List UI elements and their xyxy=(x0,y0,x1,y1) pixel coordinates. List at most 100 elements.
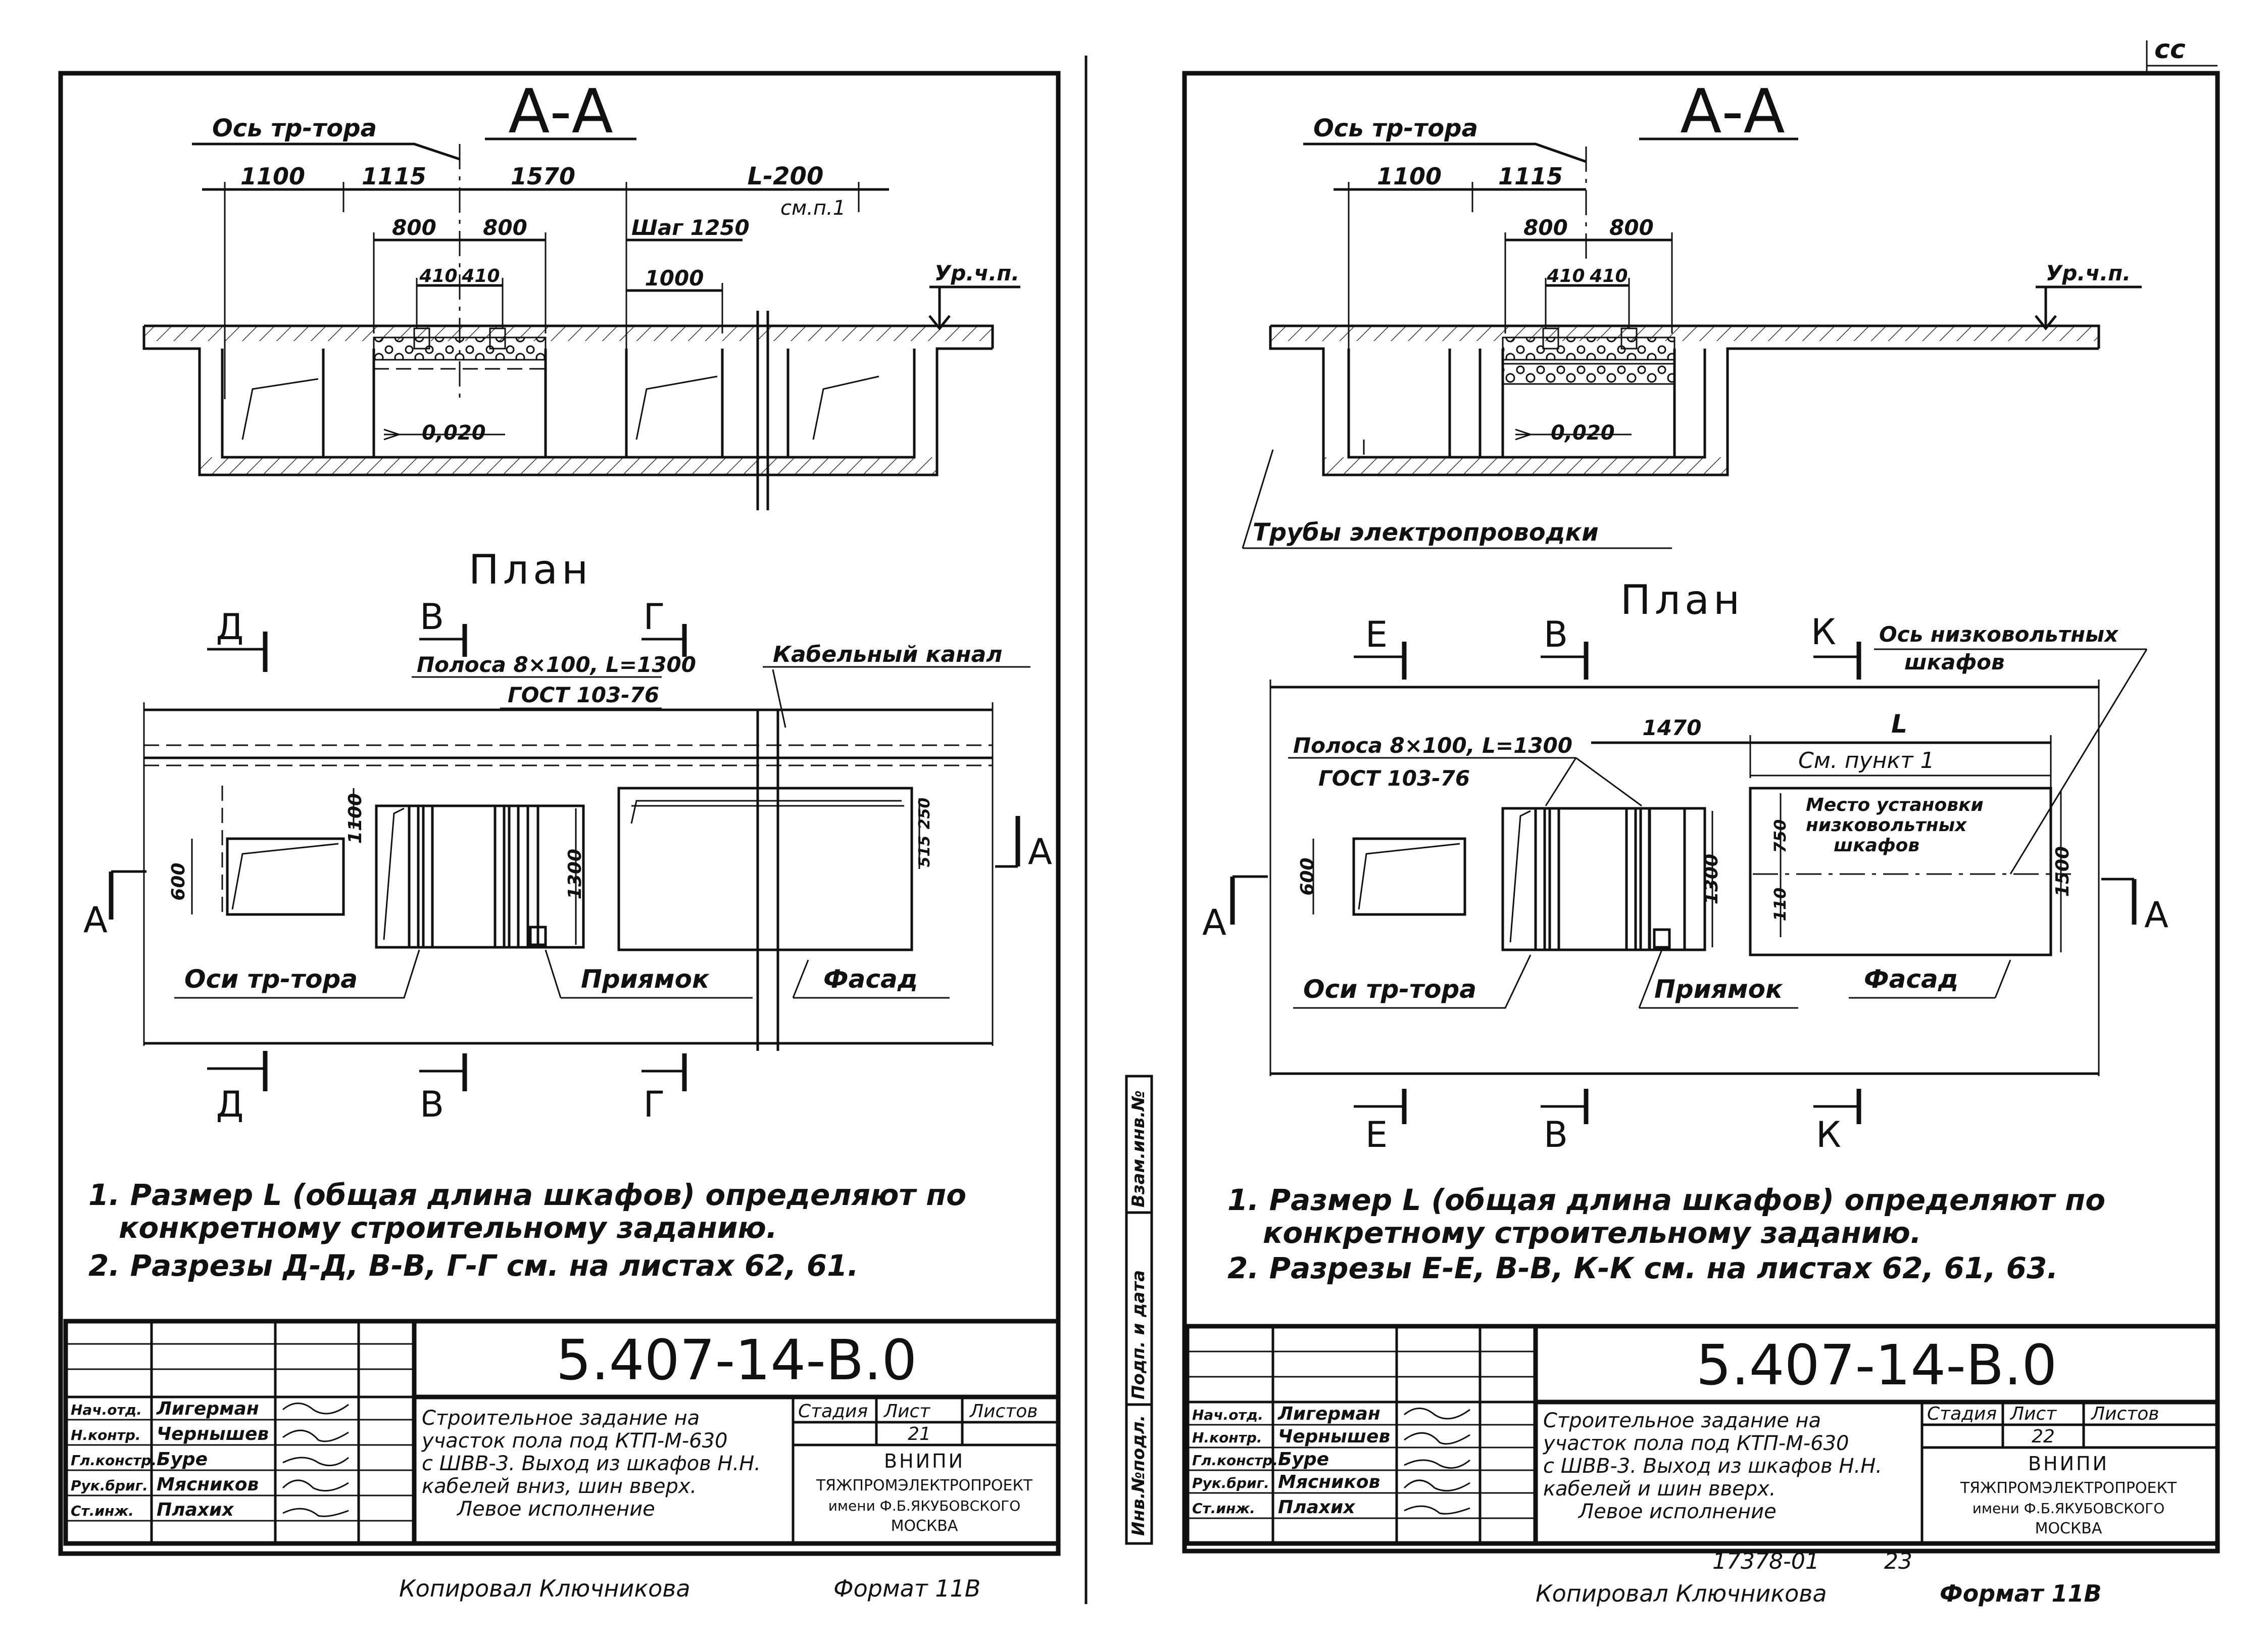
left-canal-label: Кабельный канал xyxy=(773,642,1002,667)
right-lv-axis-1: шкафов xyxy=(1904,650,2005,674)
right-note-1: 1. Размер L (общая длина шкафов) определ… xyxy=(1227,1183,2105,1217)
left-axes-label: Оси тр-тора xyxy=(184,964,358,994)
right-plan: План Е В К Ось низковольтных шкафов Поло… xyxy=(1202,576,2168,1155)
right-signatures xyxy=(1403,1408,1470,1515)
right-role-4: Ст.инж. xyxy=(1192,1500,1255,1517)
left-plan-dim-600: 600 xyxy=(168,862,189,900)
left-footer-copied: Копировал Ключникова xyxy=(399,1575,691,1602)
left-dim-800b: 800 xyxy=(483,215,527,240)
right-name-4: Плахих xyxy=(1278,1497,1356,1518)
left-plan: План Д В Г Полоса 8×100, L=1300 ГОСТ 103… xyxy=(83,546,1052,1125)
right-desc-2: с ШВВ-3. Выход из шкафов Н.Н. xyxy=(1543,1455,1882,1478)
right-archive-page: 23 xyxy=(1884,1549,1912,1574)
right-dim-410b: 410 xyxy=(1589,266,1628,286)
left-dim-1000: 1000 xyxy=(645,266,704,291)
right-sheet: cc А-А Ось тр-тора 1100 1115 800 800 410… xyxy=(1125,34,2220,1607)
right-section-title: А-А xyxy=(1680,77,1785,147)
right-cut-k-top: К xyxy=(1811,611,1836,653)
right-name-0: Лигерман xyxy=(1277,1404,1380,1424)
right-cut-e-bottom: Е xyxy=(1365,1114,1388,1155)
left-dim-l200: L-200 xyxy=(748,162,824,190)
left-strip-std: ГОСТ 103-76 xyxy=(508,683,659,707)
right-slope-label: 0,020 xyxy=(1551,421,1615,445)
left-note-2: 2. Разрезы Д-Д, В-В, Г-Г см. на листах 6… xyxy=(88,1248,859,1283)
left-sheet-no: 21 xyxy=(908,1424,931,1444)
right-cut-v-top: В xyxy=(1544,614,1568,655)
right-desc-1: участок пола под КТП-М-630 xyxy=(1543,1432,1849,1455)
right-dim-410a: 410 xyxy=(1546,266,1585,286)
right-frame xyxy=(1182,71,2220,1554)
right-dim-1115: 1115 xyxy=(1498,163,1563,190)
left-name-3: Мясников xyxy=(157,1474,259,1495)
left-name-1: Чернышев xyxy=(157,1424,269,1444)
right-org-0: ВНИПИ xyxy=(2028,1453,2109,1475)
left-name-4: Плахих xyxy=(157,1500,234,1520)
left-signatures xyxy=(282,1403,349,1517)
right-section-aa: А-А Ось тр-тора 1100 1115 800 800 410 41… xyxy=(1242,77,2142,549)
left-desc-0: Строительное задание на xyxy=(422,1407,700,1430)
right-notes: 1. Размер L (общая длина шкафов) определ… xyxy=(1227,1183,2105,1285)
left-note-1b: конкретному строительному заданию. xyxy=(119,1211,777,1245)
right-facade-label: Фасад xyxy=(1864,964,1958,994)
right-strip-label: Полоса 8×100, L=1300 xyxy=(1293,733,1572,758)
left-slope-label: 0,020 xyxy=(422,421,486,445)
left-plan-title: План xyxy=(469,546,593,593)
right-section-a-left: А xyxy=(1202,902,1226,943)
left-name-0: Лигерман xyxy=(156,1398,259,1419)
right-code: 5.407-14-В.0 xyxy=(1696,1333,2057,1397)
left-col-sheet: Лист xyxy=(883,1401,930,1422)
right-cut-e-top: Е xyxy=(1365,614,1388,655)
right-sheet-no: 22 xyxy=(2032,1426,2055,1447)
left-desc-2: с ШВВ-3. Выход из шкафов Н.Н. xyxy=(422,1452,761,1475)
right-place-0: Место установки xyxy=(1806,795,1984,815)
left-role-1: Н.контр. xyxy=(71,1427,141,1443)
left-notes: 1. Размер L (общая длина шкафов) определ… xyxy=(88,1178,966,1283)
right-name-3: Мясников xyxy=(1278,1472,1380,1492)
right-pipes-label: Трубы электропроводки xyxy=(1253,518,1599,547)
left-dim-1115: 1115 xyxy=(362,163,426,190)
right-col-stage: Стадия xyxy=(1927,1404,1997,1424)
left-desc-3: кабелей вниз, шин вверх. xyxy=(422,1475,697,1498)
right-col-sheets: Листов xyxy=(2090,1404,2159,1424)
left-role-2: Гл.констр. xyxy=(71,1452,157,1469)
left-dim-410a: 410 xyxy=(419,266,457,286)
left-desc-4: Левое исполнение xyxy=(456,1498,655,1521)
right-role-3: Рук.бриг. xyxy=(1192,1475,1269,1491)
right-footer-copied: Копировал Ключникова xyxy=(1536,1580,1827,1607)
left-note-1: 1. Размер L (общая длина шкафов) определ… xyxy=(88,1178,966,1212)
right-side-repl: Взам.инв.№ xyxy=(1128,1090,1149,1208)
left-section-title: А-А xyxy=(508,77,613,147)
left-dim-800a: 800 xyxy=(392,215,436,240)
right-side-sign: Подп. и дата xyxy=(1128,1270,1149,1399)
right-section-a-right: А xyxy=(2144,894,2168,936)
left-dim-note: см.п.1 xyxy=(780,197,846,220)
left-section-a-left: А xyxy=(83,899,108,941)
left-dim-1570: 1570 xyxy=(511,163,575,190)
left-cut-g-top: Г xyxy=(644,596,665,638)
right-plan-dim-110: 110 xyxy=(1770,888,1790,922)
right-lv-axis-0: Ось низковольтных xyxy=(1879,622,2119,647)
left-col-stage: Стадия xyxy=(798,1401,868,1422)
left-title-block: 5.407-14-В.0 Нач.отд. Лигерман Н.контр. … xyxy=(63,1319,1061,1546)
right-plan-title: План xyxy=(1620,576,1744,623)
left-name-2: Буре xyxy=(157,1449,208,1470)
right-dim-1100: 1100 xyxy=(1377,163,1442,190)
right-archive-no: 17378-01 xyxy=(1712,1549,1819,1574)
right-desc-0: Строительное задание на xyxy=(1543,1409,1821,1432)
right-title-block: 5.407-14-В.0 Нач.отд. Лигерман Н.контр. … xyxy=(1185,1324,2220,1546)
left-cut-v-bottom: В xyxy=(420,1084,444,1125)
left-plan-dim-1300: 1300 xyxy=(565,849,585,899)
left-plan-dim-1100: 1100 xyxy=(345,793,366,844)
right-pit-label: Приямок xyxy=(1654,975,1783,1004)
left-strip-label: Полоса 8×100, L=1300 xyxy=(417,652,696,677)
left-role-3: Рук.бриг. xyxy=(71,1477,148,1494)
left-level-label: Ур.ч.п. xyxy=(934,261,1019,285)
right-note-1b: конкретному строительному заданию. xyxy=(1263,1216,1921,1250)
right-side-inv: Инв.№подл. xyxy=(1128,1415,1149,1536)
right-name-2: Буре xyxy=(1278,1449,1329,1470)
right-footer-format: Формат 11В xyxy=(1940,1580,2102,1607)
right-desc-4: Левое исполнение xyxy=(1577,1500,1777,1523)
right-role-2: Гл.констр. xyxy=(1192,1452,1278,1469)
right-org-1: ТЯЖПРОМЭЛЕКТРОПРОЕКТ xyxy=(1960,1479,2177,1497)
right-level-label: Ур.ч.п. xyxy=(2046,261,2131,285)
